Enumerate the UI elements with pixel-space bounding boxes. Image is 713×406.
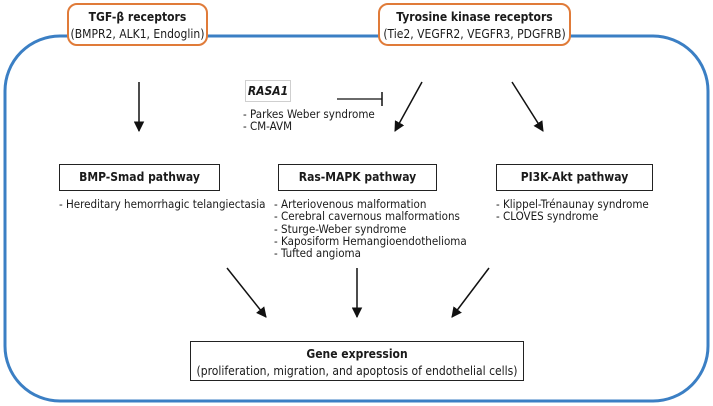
tgf-beta-receptors-box: TGF-β receptors (BMPR2, ALK1, Endoglin) [67,3,208,46]
gene-expression-title: Gene expression [306,347,408,361]
bmp-smad-disease-item: - Hereditary hemorrhagic telangiectasia [59,197,266,211]
rasa1-disease-item: - CM-AVM [243,119,292,134]
arrow-pi3k-to-gene [451,267,490,318]
arrow-bmp-to-gene [226,267,267,318]
bmp-smad-pathway-label: BMP-Smad pathway [79,170,200,184]
ras-mapk-disease-item: - Kaposiform Hemangioendothelioma [274,233,467,248]
ras-mapk-disease-item: - Sturge-Weber syndrome [274,221,407,236]
ras-mapk-disease-item: - Cerebral cavernous malformations [274,209,460,224]
pi3k-akt-disease-list: - Klippel-Trénaunay syndrome - CLOVES sy… [496,198,649,223]
tgf-beta-receptors-list: (BMPR2, ALK1, Endoglin) [70,27,205,41]
rasa1-disease-list: - Parkes Weber syndrome - CM-AVM [243,108,375,133]
pi3k-akt-pathway-label: PI3K-Akt pathway [520,170,629,184]
pi3k-akt-disease-item: - CLOVES syndrome [496,209,599,224]
tyrosine-kinase-receptors-box: Tyrosine kinase receptors (Tie2, VEGFR2,… [378,3,571,46]
ras-mapk-disease-item: - Arteriovenous malformation [274,197,427,211]
gene-expression-box: Gene expression (proliferation, migratio… [190,341,524,381]
ras-mapk-disease-list: - Arteriovenous malformation - Cerebral … [274,197,467,261]
tyrosine-kinase-receptors-list: (Tie2, VEGFR2, VEGFR3, PDGFRB) [383,27,566,41]
arrow-tk-to-pi3k [511,81,544,132]
rasa1-disease-item: - Parkes Weber syndrome [243,107,375,121]
ras-mapk-disease-item: - Tufted angioma [274,246,361,261]
rasa1-box: RASA1 [245,80,291,102]
pi3k-akt-disease-item: - Klippel-Trénaunay syndrome [496,197,649,211]
tgf-beta-receptors-title: TGF-β receptors [88,10,187,24]
gene-expression-subtitle: (proliferation, migration, and apoptosis… [196,364,518,378]
tyrosine-kinase-receptors-title: Tyrosine kinase receptors [396,10,553,24]
bmp-smad-pathway-box: BMP-Smad pathway [59,164,220,191]
arrow-tk-to-ras [394,81,423,132]
ras-mapk-pathway-label: Ras-MAPK pathway [298,170,417,184]
rasa1-label: RASA1 [247,84,289,98]
pi3k-akt-pathway-box: PI3K-Akt pathway [496,164,653,191]
ras-mapk-pathway-box: Ras-MAPK pathway [278,164,437,191]
cell-membrane [3,34,710,403]
bmp-smad-disease-list: - Hereditary hemorrhagic telangiectasia [59,197,266,211]
